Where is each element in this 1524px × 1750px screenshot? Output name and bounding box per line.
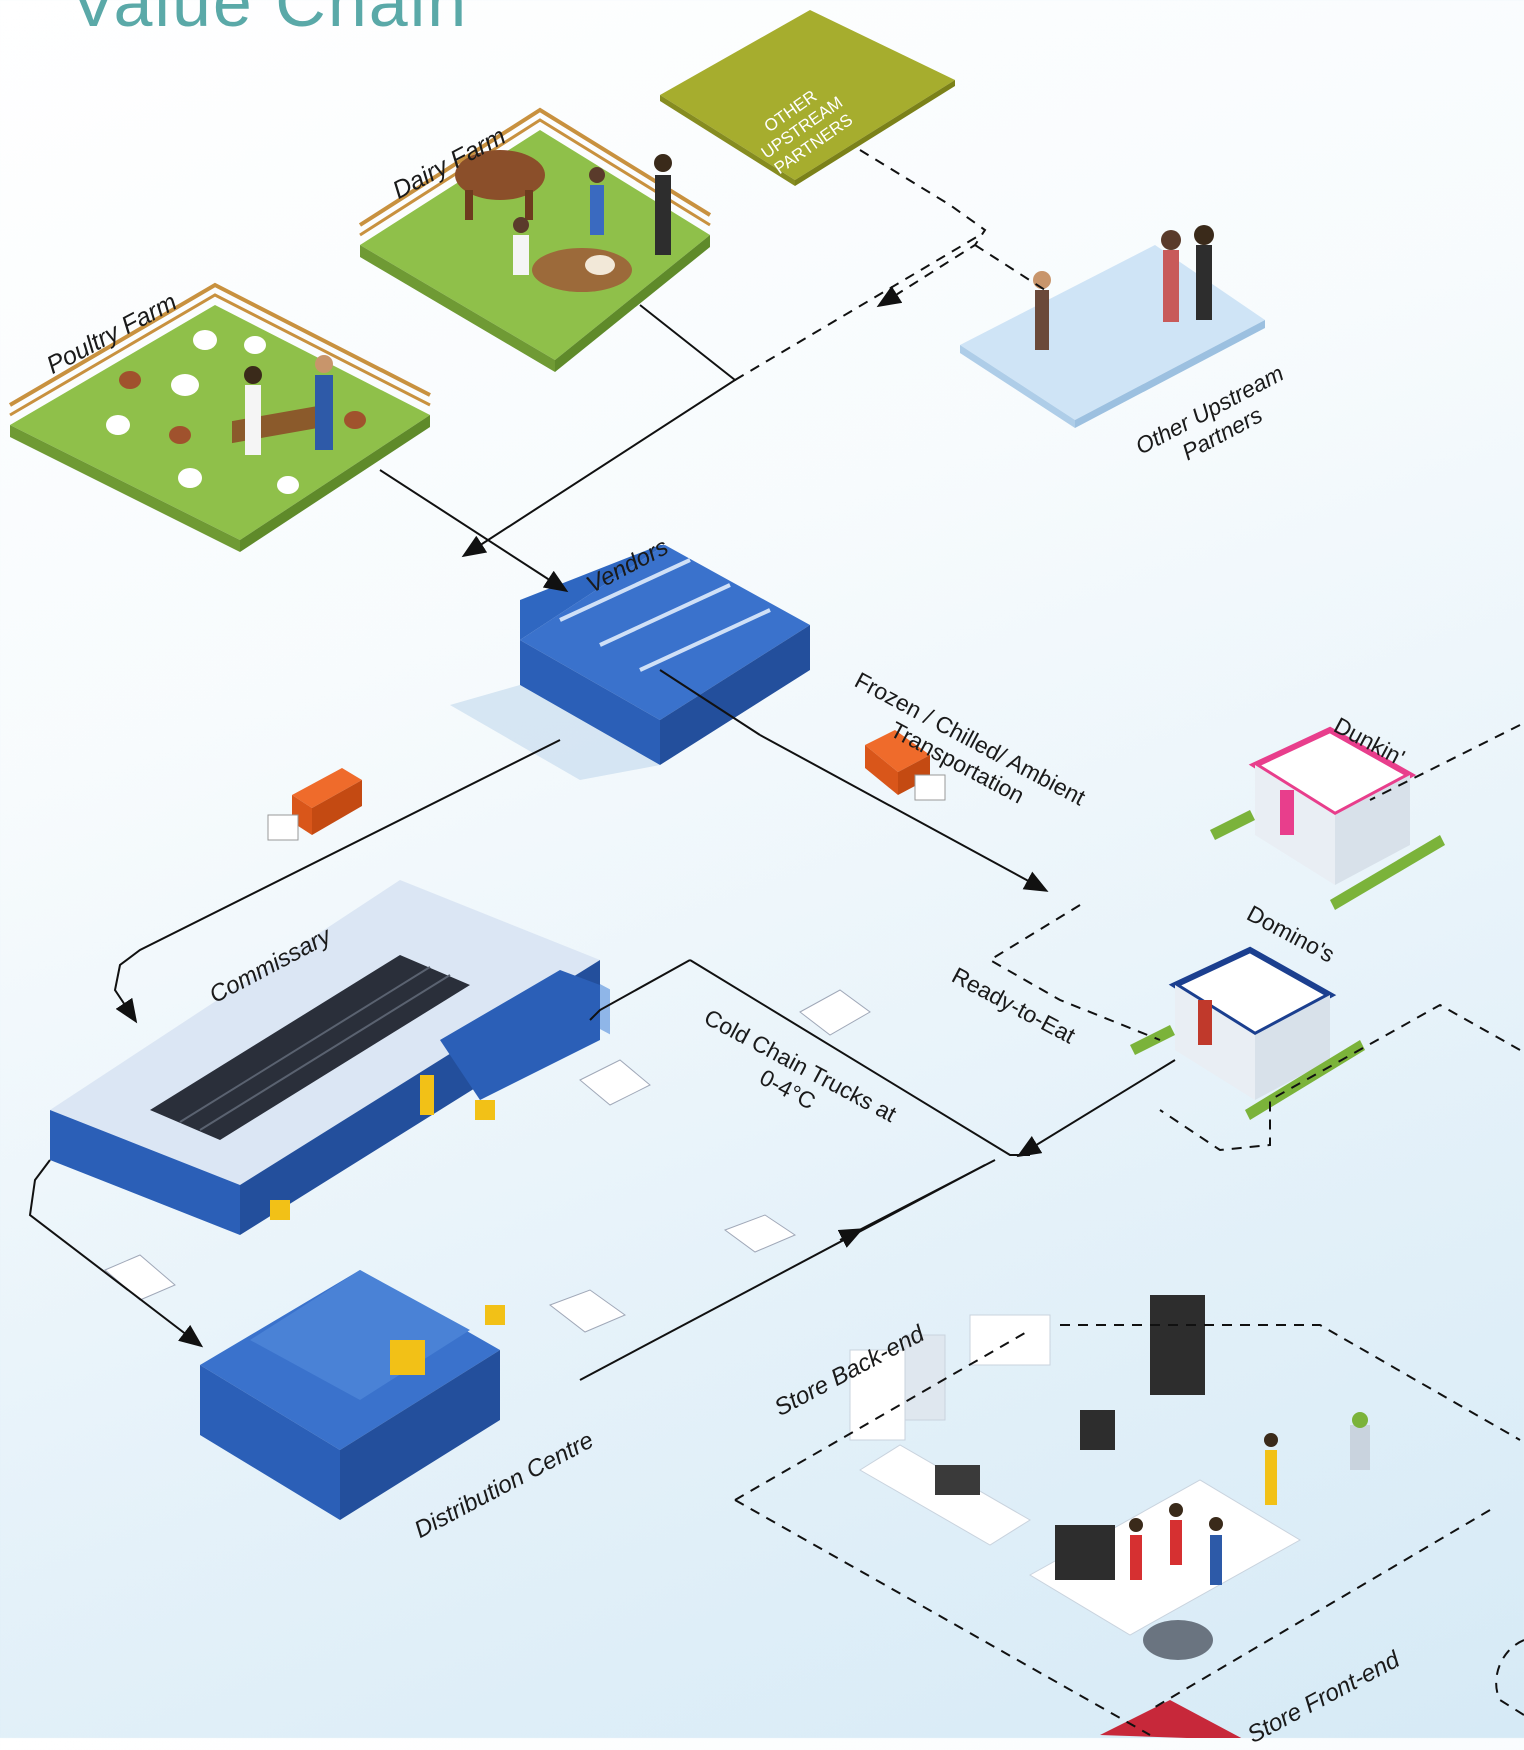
solar-panel-icon — [150, 955, 470, 1140]
page-title: Value Chain — [70, 0, 469, 41]
commissary — [50, 880, 600, 1235]
upstream-partners-platform — [960, 225, 1265, 428]
cow-icon — [455, 150, 632, 292]
dominos-store — [1130, 946, 1365, 1120]
forklift-icon — [270, 1100, 505, 1325]
poultry-farm — [8, 282, 431, 552]
store-back-end — [849, 1295, 1205, 1546]
person-icon — [1129, 1433, 1278, 1585]
dairy-farm — [358, 107, 712, 372]
person-icon — [513, 154, 672, 275]
person-icon — [244, 355, 333, 455]
distribution-centre — [200, 1270, 500, 1520]
store-front-end — [1029, 1412, 1370, 1738]
van-icon — [104, 989, 871, 1333]
chicken-icon — [106, 330, 366, 494]
other-upstream-box — [660, 10, 955, 186]
truck-icon — [267, 768, 362, 841]
dashed-lines — [734, 149, 1524, 1736]
dunkin-store — [1210, 726, 1445, 910]
truck-icon — [865, 730, 946, 801]
vendors-warehouse — [450, 545, 810, 1035]
person-icon — [1033, 225, 1214, 350]
